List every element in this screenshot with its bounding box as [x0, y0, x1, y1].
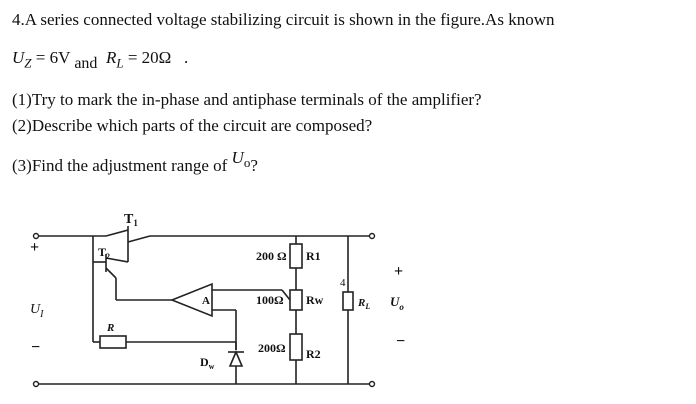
- input-plus-label: +: [30, 239, 39, 256]
- t2-label: T2: [98, 245, 110, 261]
- rw-wiper: [281, 289, 291, 301]
- input-minus-terminal: [32, 380, 40, 388]
- q3-text: (3)Find the adjustment range of: [12, 156, 228, 175]
- q3-symbol: U: [231, 148, 244, 167]
- r2-value: 200Ω: [258, 341, 286, 355]
- and-word: and: [74, 55, 98, 72]
- rw-label: Rw: [306, 293, 324, 307]
- r2-label: R2: [306, 347, 321, 361]
- r1-label: R1: [306, 249, 321, 263]
- input-plus-terminal: [32, 232, 40, 240]
- resistor-r1: [289, 243, 303, 269]
- node-4-label: 4: [340, 277, 346, 289]
- question-3: (3)Find the adjustment range of Uo?: [12, 148, 258, 176]
- period: .: [184, 48, 189, 67]
- r-label: R: [106, 322, 114, 334]
- problem-title: 4.A series connected voltage stabilizing…: [12, 10, 555, 29]
- q3-sub: o: [243, 155, 251, 170]
- dw-label: Dw: [200, 355, 215, 371]
- output-minus-label: −: [396, 333, 405, 350]
- rl-symbol: R: [105, 48, 117, 67]
- uz-symbol: U: [12, 48, 25, 67]
- q3-end: ?: [250, 156, 258, 175]
- amp-label: A: [202, 295, 210, 307]
- rl-label: RL: [357, 297, 370, 311]
- uo-label: Uo: [390, 294, 404, 312]
- potentiometer-rw: [289, 289, 303, 311]
- rl-sub: L: [116, 55, 124, 71]
- input-minus-label: −: [31, 339, 40, 356]
- zener-dw: [228, 349, 244, 384]
- given-values: UZ = 6V and RL = 20Ω .: [12, 48, 189, 72]
- t1-label: T1: [124, 212, 138, 228]
- uz-value: = 6V: [31, 48, 71, 67]
- question-1: (1)Try to mark the in-phase and antiphas…: [12, 90, 482, 109]
- ui-label: UI: [30, 302, 44, 320]
- transistor-t2: [92, 236, 129, 300]
- resistor-r: [99, 335, 127, 349]
- resistor-r2: [289, 333, 303, 361]
- output-plus-terminal: [368, 232, 376, 240]
- rw-value: 100Ω: [256, 293, 284, 307]
- transistor-t1: [105, 226, 151, 262]
- rl-value: = 20Ω: [123, 48, 172, 67]
- r1-value: 200 Ω: [256, 249, 287, 263]
- question-2: (2)Describe which parts of the circuit a…: [12, 116, 373, 135]
- output-plus-label: +: [394, 263, 403, 280]
- resistor-rl: [342, 291, 354, 311]
- amplifier-a: [169, 282, 213, 318]
- output-minus-terminal: [368, 380, 376, 388]
- uz-sub: Z: [24, 55, 32, 71]
